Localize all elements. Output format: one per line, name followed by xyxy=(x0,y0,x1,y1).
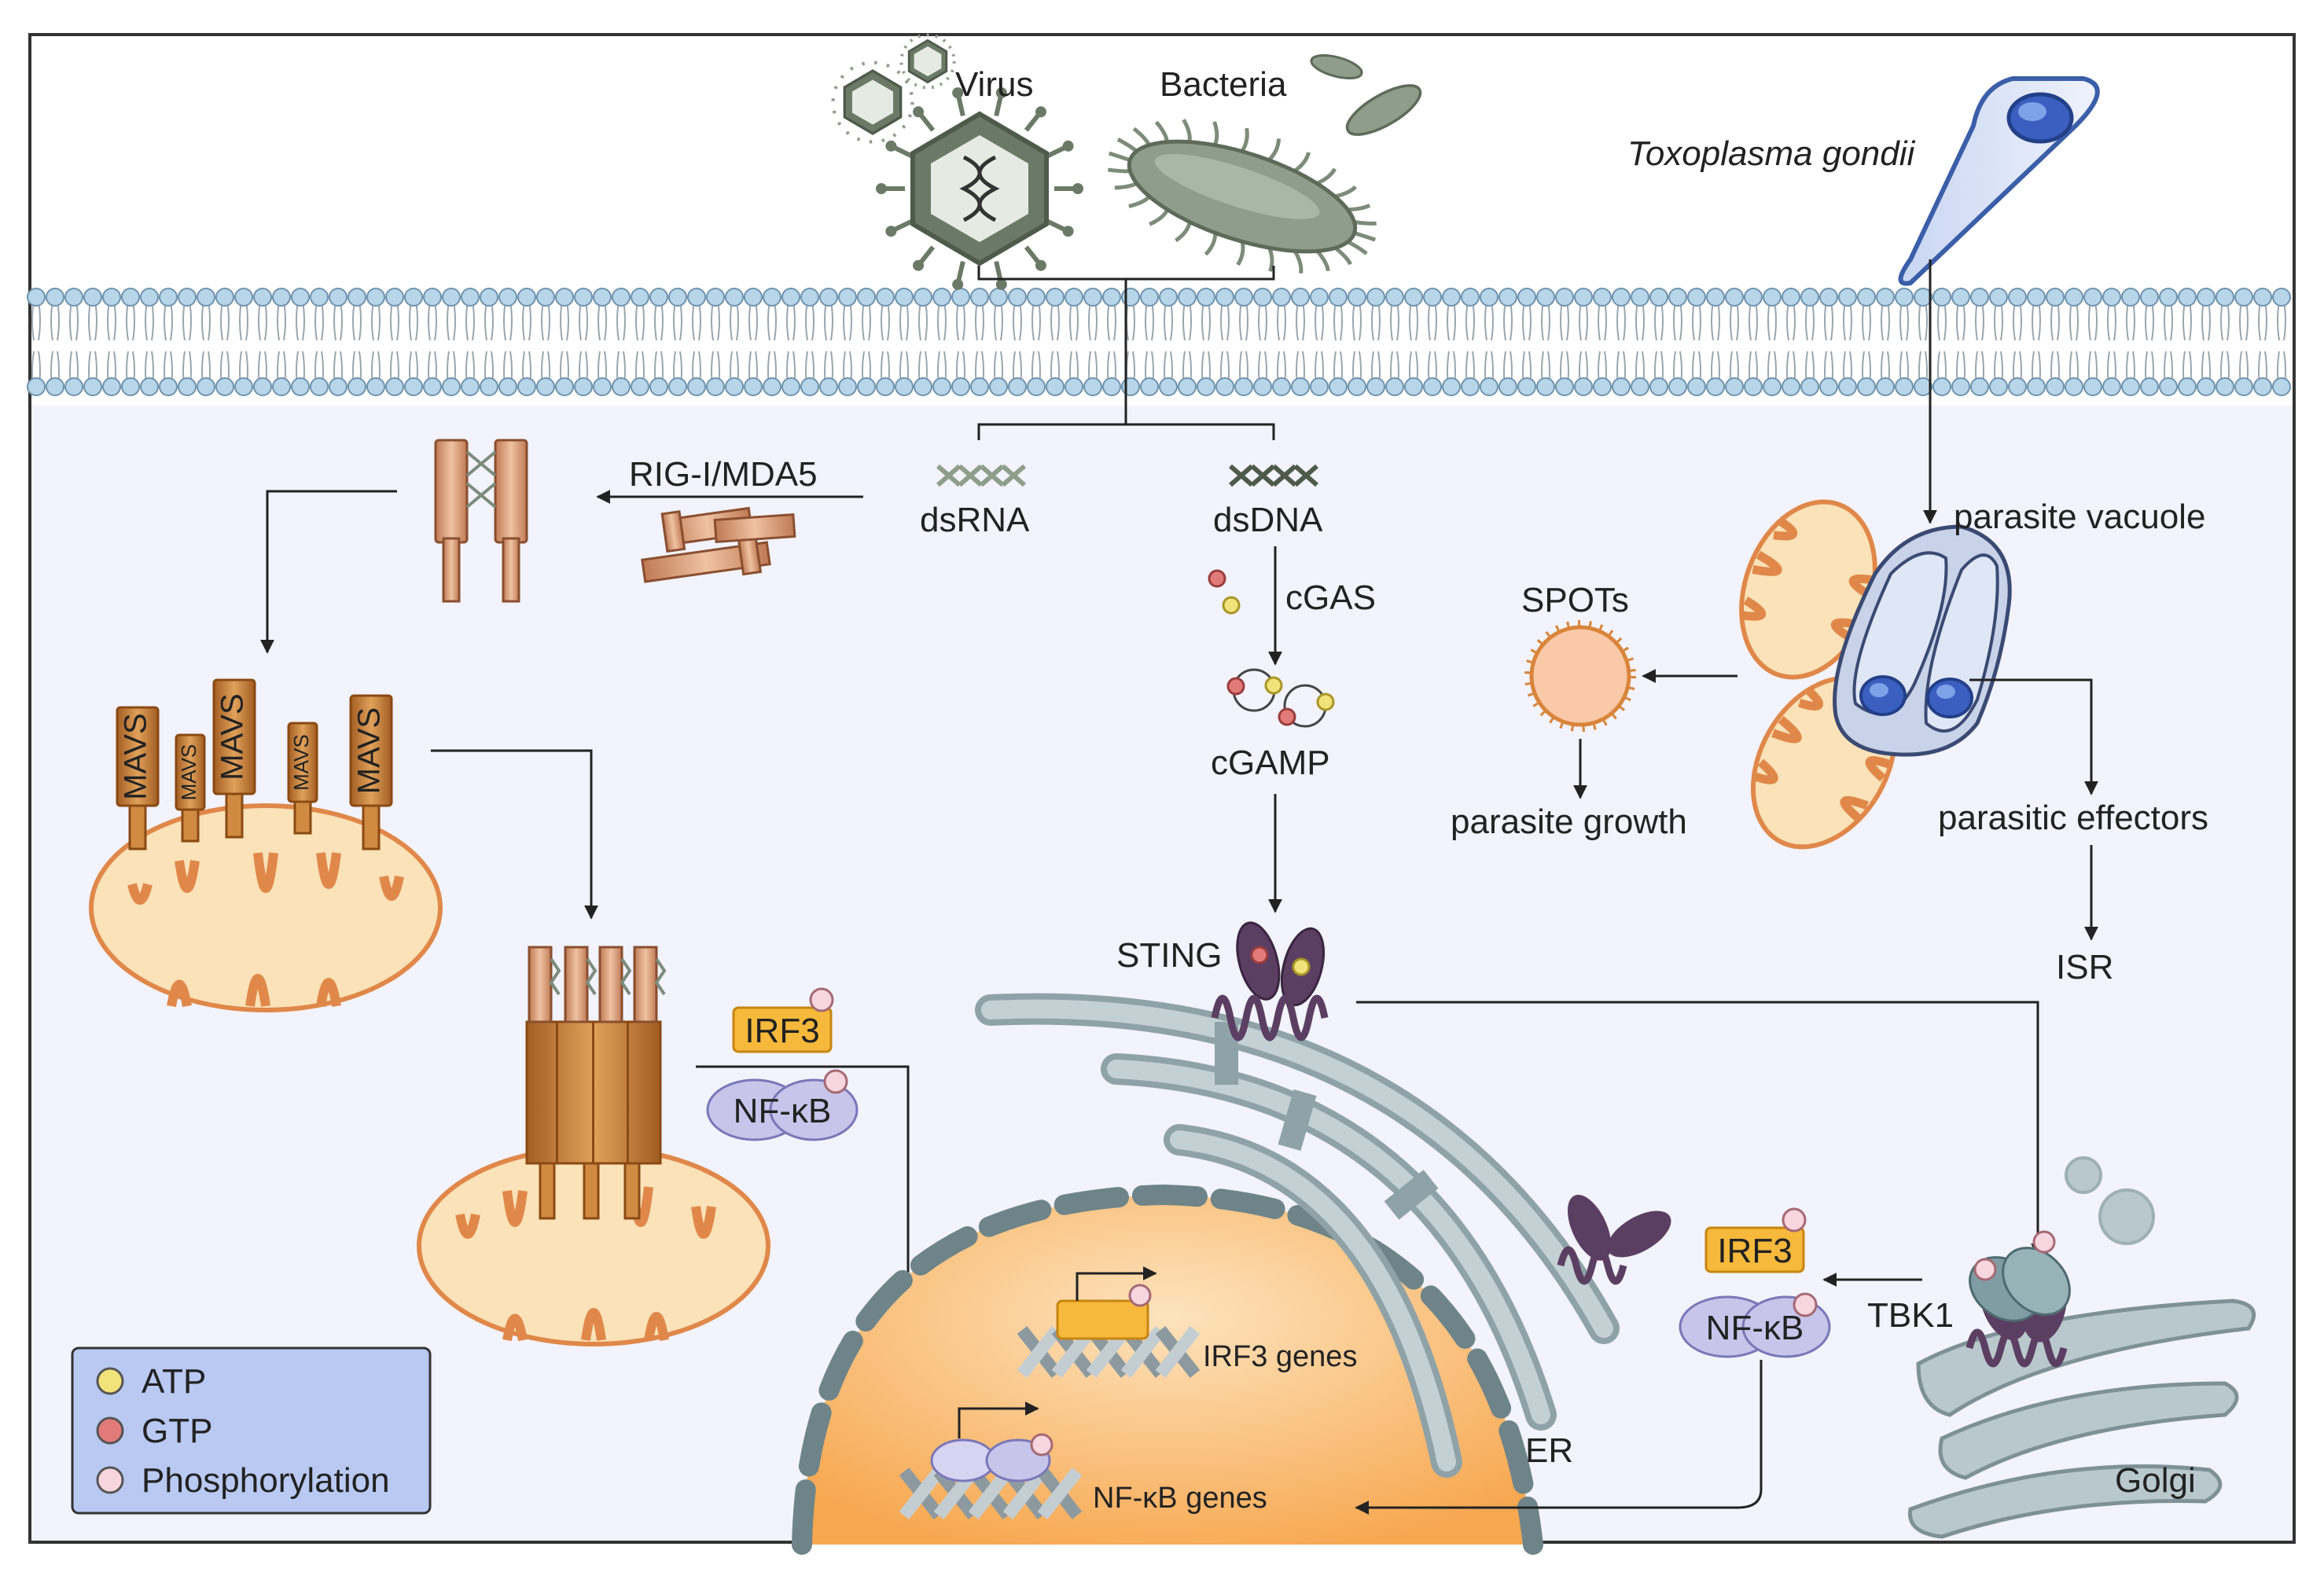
spots-label: SPOTs xyxy=(1521,581,1629,619)
extracellular-space xyxy=(31,36,2293,406)
mitochondrion-1 xyxy=(89,803,443,1012)
parasite-vacuole-icon xyxy=(1833,524,2012,757)
golgi-apparatus xyxy=(1908,1156,2256,1539)
virus-icon xyxy=(831,33,1083,290)
sting-label: STING xyxy=(1116,936,1222,975)
mavs-protein-icon: MAVS xyxy=(175,733,206,843)
plasma-membrane xyxy=(27,259,2291,424)
irf3-left-label: IRF3 xyxy=(745,1012,819,1050)
mavs-proteins: MAVS MAVS MAVS MAVS MAVS xyxy=(116,678,393,850)
right-tf-to-nucleus-arrow xyxy=(1355,1360,1763,1515)
tbk1-label: TBK1 xyxy=(1867,1296,1954,1335)
mavs-protein-icon: MAVS xyxy=(349,694,393,850)
golgi-label: Golgi xyxy=(2115,1461,2196,1500)
cgamp-icon xyxy=(1226,668,1335,728)
tbk1-complex-icon xyxy=(1965,1230,2071,1368)
bacteria-icon xyxy=(1108,53,1422,274)
parasitic-effectors-label: parasitic effectors xyxy=(1938,799,2208,837)
isr-label: ISR xyxy=(2056,948,2113,986)
mavs-label: MAVS xyxy=(177,744,200,801)
rig-label: RIG-I/MDA5 xyxy=(629,455,818,494)
mavs-aggregate-icon xyxy=(525,946,667,1220)
irf3-right-icon xyxy=(1704,1207,1807,1273)
cgas-label: cGAS xyxy=(1285,579,1376,617)
nfkb-left-label: NF-κB xyxy=(734,1092,832,1130)
irf3-genes-label: IRF3 genes xyxy=(1203,1340,1357,1373)
mavs-to-aggregate-arrow xyxy=(431,749,598,920)
nfkb-right-icon xyxy=(1679,1292,1831,1358)
spots-icon xyxy=(1524,620,1636,732)
mavs-label: MAVS xyxy=(352,707,387,794)
gtp-molecule xyxy=(1208,569,1226,588)
virus-label: Virus xyxy=(955,65,1033,104)
left-tf-to-nucleus-arrow xyxy=(696,1065,915,1350)
parasite-vacuole-label: parasite vacuole xyxy=(1954,498,2205,536)
dsrna-label: dsRNA xyxy=(920,501,1030,539)
mavs-label: MAVS xyxy=(289,734,313,791)
toxoplasma-icon xyxy=(1898,76,2100,286)
legend-atp-label: ATP xyxy=(142,1362,206,1401)
vacuole-to-effectors-arrow xyxy=(1969,678,2098,795)
nucleic-acid-bracket xyxy=(977,423,1275,440)
legend: ATP GTP Phosphorylation xyxy=(71,1346,432,1515)
mavs-label: MAVS xyxy=(119,713,153,799)
sting-icon xyxy=(1211,921,1329,1041)
mavs-protein-icon: MAVS xyxy=(116,706,160,850)
dsdna-helix-icon xyxy=(1229,464,1318,487)
nfkb-gene-icon xyxy=(899,1402,1083,1519)
bacteria-label: Bacteria xyxy=(1160,65,1287,104)
dsrna-helix-icon xyxy=(936,464,1026,487)
atp-dot xyxy=(96,1367,124,1395)
nfkb-right-label: NF-κB xyxy=(1706,1309,1804,1347)
rig-to-mavs-arrow xyxy=(260,490,397,654)
atp-molecule xyxy=(1222,596,1241,615)
sting-er-icon xyxy=(1557,1195,1671,1285)
legend-phosphorylation-label: Phosphorylation xyxy=(142,1461,390,1500)
rig-monomers-icon xyxy=(641,506,796,583)
gtp-dot xyxy=(96,1416,124,1445)
irf3-right-label: IRF3 xyxy=(1717,1232,1792,1270)
parasite-growth-label: parasite growth xyxy=(1451,803,1687,841)
legend-gtp-label: GTP xyxy=(142,1412,212,1450)
irf3-left-icon xyxy=(732,987,834,1053)
virus-spikes xyxy=(876,87,1083,290)
irf3-gene-icon xyxy=(1017,1266,1201,1378)
dsdna-label: dsDNA xyxy=(1213,501,1323,539)
sting-to-tbk1-arrow xyxy=(1356,1001,2045,1258)
nfkb-genes-label: NF-κB genes xyxy=(1093,1482,1267,1515)
cgamp-label: cGAMP xyxy=(1211,744,1330,782)
phosphorylation-dot xyxy=(96,1466,124,1494)
endoplasmic-reticulum xyxy=(975,993,1620,1478)
rig-dimer-icon xyxy=(434,439,528,603)
nfkb-left-icon xyxy=(706,1069,859,1141)
er-label: ER xyxy=(1525,1431,1573,1470)
mavs-protein-icon: MAVS xyxy=(212,678,256,839)
mavs-protein-icon: MAVS xyxy=(287,722,318,835)
mavs-label: MAVS xyxy=(215,693,250,780)
toxoplasma-label: Toxoplasma gondii xyxy=(1627,134,1916,173)
